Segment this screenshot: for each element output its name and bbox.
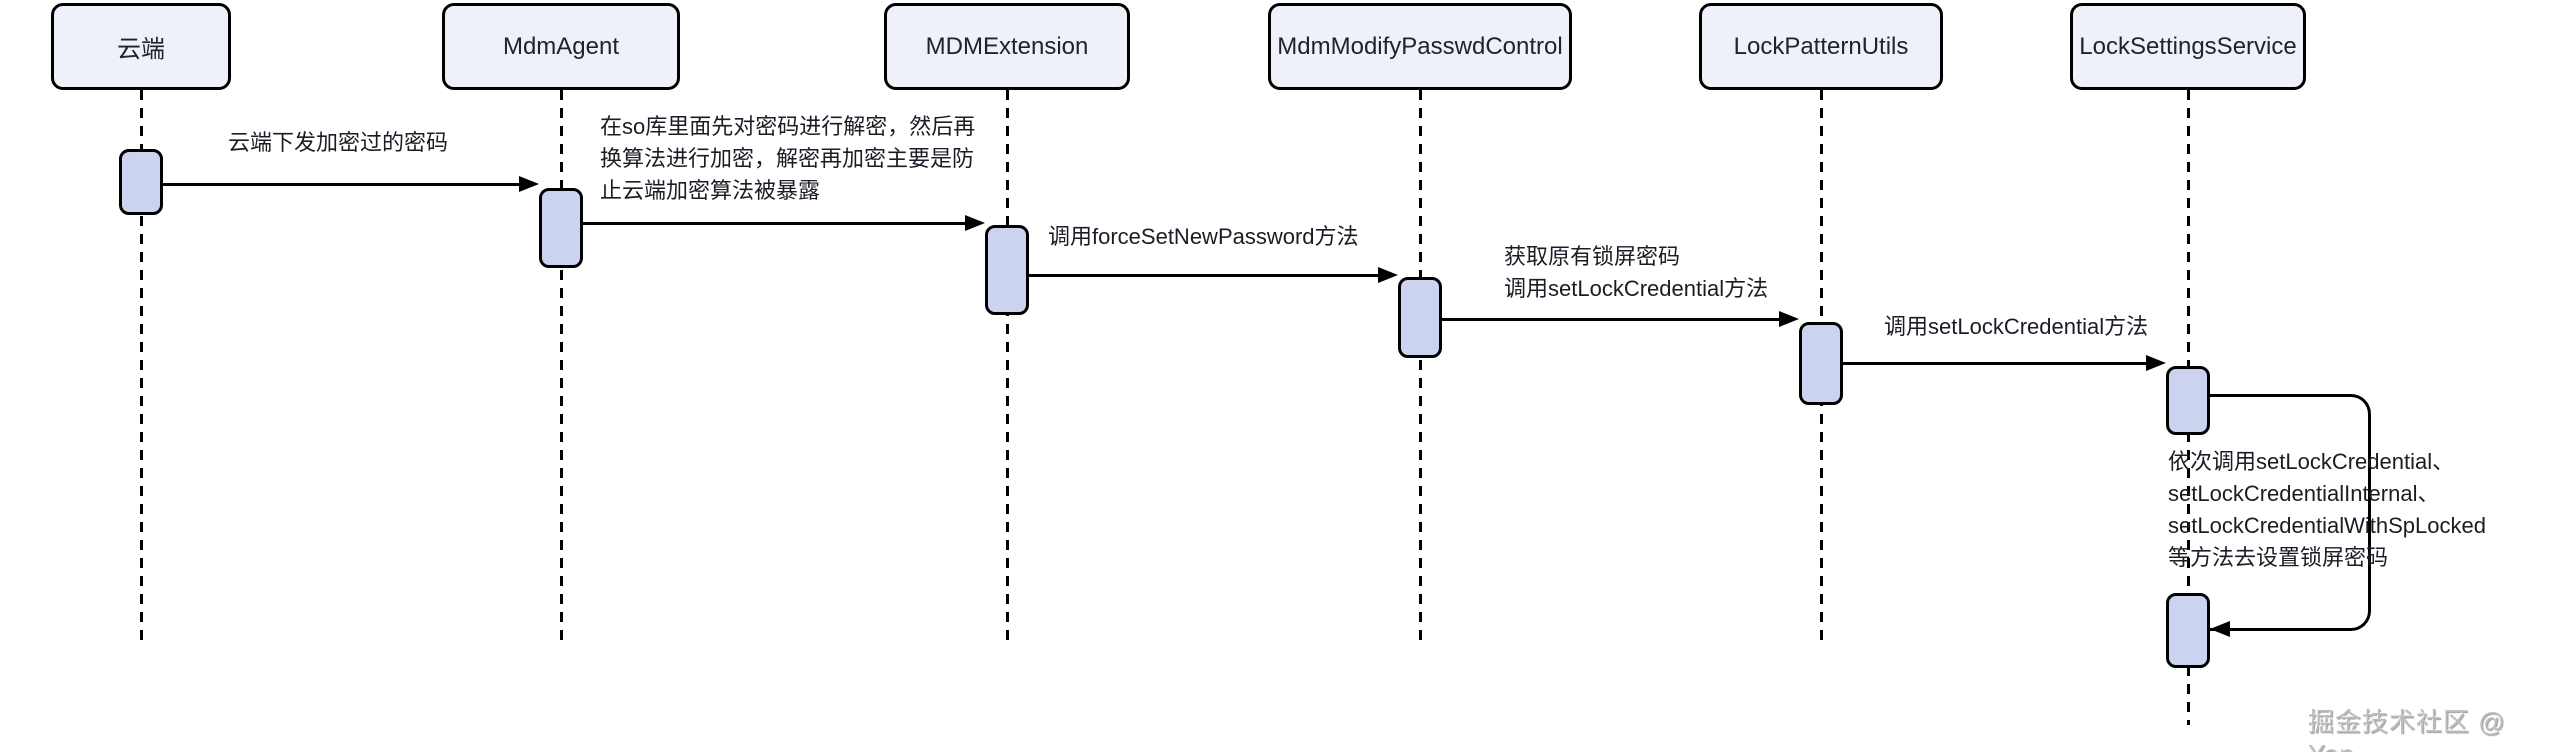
participant-cloud: 云端 bbox=[51, 3, 231, 90]
participant-lockpatternutils: LockPatternUtils bbox=[1699, 3, 1943, 90]
participant-label: MDMExtension bbox=[925, 32, 1089, 60]
message-arrow-4 bbox=[1442, 317, 1781, 321]
arrowhead-icon bbox=[2146, 355, 2166, 371]
message-label-4: 获取原有锁屏密码 调用setLockCredential方法 bbox=[1504, 244, 1769, 301]
activation-locksettingsservice-2 bbox=[2166, 593, 2210, 668]
arrowhead-icon bbox=[965, 215, 985, 231]
participant-label: LockSettingsService bbox=[2079, 32, 2297, 60]
arrowhead-icon bbox=[1378, 267, 1398, 283]
lifeline-mdmextension bbox=[1005, 90, 1009, 648]
lifeline-mdmmodifypasswdcontrol bbox=[1418, 90, 1422, 648]
self-call-arrow bbox=[2209, 393, 2371, 631]
lifeline-mdmagent bbox=[559, 90, 563, 648]
participant-mdmagent: MdmAgent bbox=[442, 3, 680, 90]
participant-locksettingsservice: LockSettingsService bbox=[2070, 3, 2306, 90]
participant-label: 云端 bbox=[117, 36, 165, 63]
activation-mdmagent bbox=[539, 188, 583, 268]
message-label-6: 依次调用setLockCredential、 setLockCredential… bbox=[2168, 449, 2486, 570]
arrowhead-icon bbox=[1779, 311, 1799, 327]
activation-mdmmodifypasswdcontrol bbox=[1398, 277, 1442, 358]
lifeline-cloud bbox=[139, 90, 143, 648]
participant-mdmmodifypasswdcontrol: MdmModifyPasswdControl bbox=[1268, 3, 1572, 90]
activation-cloud bbox=[119, 149, 163, 215]
message-label-1: 云端下发加密过的密码 bbox=[228, 130, 449, 155]
message-arrow-2 bbox=[583, 221, 967, 225]
watermark: 掘金技术社区 @ Yen bbox=[2308, 707, 2506, 752]
participant-mdmextension: MDMExtension bbox=[884, 3, 1130, 90]
activation-lockpatternutils bbox=[1799, 322, 1843, 405]
participant-label: LockPatternUtils bbox=[1733, 32, 1909, 60]
arrowhead-icon bbox=[2210, 621, 2230, 637]
message-arrow-5 bbox=[1843, 361, 2148, 365]
message-arrow-1 bbox=[163, 182, 521, 186]
message-label-5: 调用setLockCredential方法 bbox=[1884, 314, 2149, 339]
participant-label: MdmAgent bbox=[502, 32, 620, 60]
arrowhead-icon bbox=[519, 176, 539, 192]
message-arrow-3 bbox=[1029, 273, 1380, 277]
activation-locksettingsservice-1 bbox=[2166, 366, 2210, 435]
message-label-3: 调用forceSetNewPassword方法 bbox=[1048, 224, 1359, 249]
participant-label: MdmModifyPasswdControl bbox=[1277, 32, 1563, 60]
message-label-2: 在so库里面先对密码进行解密，然后再 换算法进行加密，解密再加密主要是防 止云端… bbox=[600, 114, 976, 203]
activation-mdmextension bbox=[985, 225, 1029, 315]
